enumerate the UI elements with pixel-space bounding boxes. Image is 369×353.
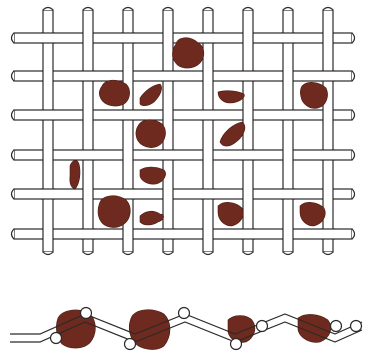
wire-end bbox=[352, 229, 355, 239]
crossing-fill bbox=[241, 71, 255, 81]
dirt-particle bbox=[140, 211, 164, 225]
wire-end bbox=[323, 252, 333, 255]
cross-wire-circle bbox=[81, 308, 92, 319]
crossing-fill bbox=[81, 150, 95, 160]
wire-end bbox=[352, 33, 355, 43]
mesh-top-view bbox=[12, 8, 355, 255]
wire-end bbox=[203, 8, 213, 11]
wire-end bbox=[352, 71, 355, 81]
dirt-particle bbox=[218, 202, 243, 226]
wire-end bbox=[323, 8, 333, 11]
horizontal-wire bbox=[14, 189, 352, 199]
wire-end bbox=[163, 252, 173, 255]
crossing-fill bbox=[41, 110, 55, 120]
cross-wire-circle bbox=[51, 333, 62, 344]
wire-end bbox=[243, 8, 253, 11]
crossing-fill bbox=[41, 33, 55, 43]
crossing-fill bbox=[201, 189, 215, 199]
vertical-wire bbox=[83, 10, 93, 252]
wire-end bbox=[123, 252, 133, 255]
dirt-particle bbox=[98, 196, 130, 228]
wire-end bbox=[12, 71, 15, 81]
crossing-fill bbox=[281, 110, 295, 120]
crossing-fill bbox=[321, 229, 335, 239]
wire-end bbox=[43, 8, 53, 11]
wire-end bbox=[12, 33, 15, 43]
mesh-side-view bbox=[10, 308, 362, 350]
dirt-particle bbox=[70, 160, 80, 188]
crossing-fill bbox=[121, 110, 135, 120]
horizontal-wire bbox=[14, 150, 352, 160]
dirt-particle bbox=[136, 120, 166, 148]
crossing-fill bbox=[241, 229, 255, 239]
wire-end bbox=[12, 189, 15, 199]
cross-wire-circle bbox=[351, 321, 362, 332]
crossing-fill bbox=[321, 71, 335, 81]
dirt-particle bbox=[228, 316, 255, 343]
vertical-wire bbox=[203, 10, 213, 252]
cross-wire-circle bbox=[179, 308, 190, 319]
cross-wire-circle bbox=[331, 321, 342, 332]
wire-end bbox=[123, 8, 133, 11]
vertical-wire bbox=[283, 10, 293, 252]
wire-end bbox=[352, 189, 355, 199]
cross-wire-circle bbox=[231, 339, 242, 350]
crossing-fill bbox=[281, 189, 295, 199]
crossing-fill bbox=[201, 33, 215, 43]
dirt-particle bbox=[140, 167, 166, 184]
vertical-wire bbox=[43, 10, 53, 252]
wire-end bbox=[12, 150, 15, 160]
dirt-particle bbox=[300, 82, 327, 108]
dirt-particle bbox=[218, 91, 244, 103]
dirt-particle bbox=[140, 84, 162, 106]
crossing-fill bbox=[241, 150, 255, 160]
wire-end bbox=[283, 8, 293, 11]
wire-end bbox=[243, 252, 253, 255]
dirt-particle bbox=[220, 122, 245, 146]
wire-end bbox=[352, 110, 355, 120]
crossing-fill bbox=[121, 33, 135, 43]
cross-wire-circle bbox=[257, 321, 268, 332]
horizontal-wire bbox=[14, 110, 352, 120]
crossing-fill bbox=[201, 110, 215, 120]
wire-end bbox=[163, 8, 173, 11]
horizontal-wire bbox=[14, 71, 352, 81]
wire-end bbox=[352, 150, 355, 160]
crossing-fill bbox=[41, 189, 55, 199]
crossing-fill bbox=[81, 229, 95, 239]
crossing-fill bbox=[161, 229, 175, 239]
wire-end bbox=[283, 252, 293, 255]
crossing-fill bbox=[121, 189, 135, 199]
wire-end bbox=[83, 252, 93, 255]
crossing-fill bbox=[281, 33, 295, 43]
crossing-fill bbox=[81, 71, 95, 81]
crossing-fill bbox=[161, 71, 175, 81]
wire-end bbox=[83, 8, 93, 11]
crossing-fill bbox=[321, 150, 335, 160]
cross-wire-circle bbox=[125, 339, 136, 350]
horizontal-wire bbox=[14, 229, 352, 239]
wire-end bbox=[43, 252, 53, 255]
dirt-particle bbox=[300, 202, 325, 226]
wire-end bbox=[12, 110, 15, 120]
dirt-particle bbox=[99, 80, 129, 106]
crossing-fill bbox=[161, 150, 175, 160]
wire-end bbox=[12, 229, 15, 239]
wire-end bbox=[203, 252, 213, 255]
